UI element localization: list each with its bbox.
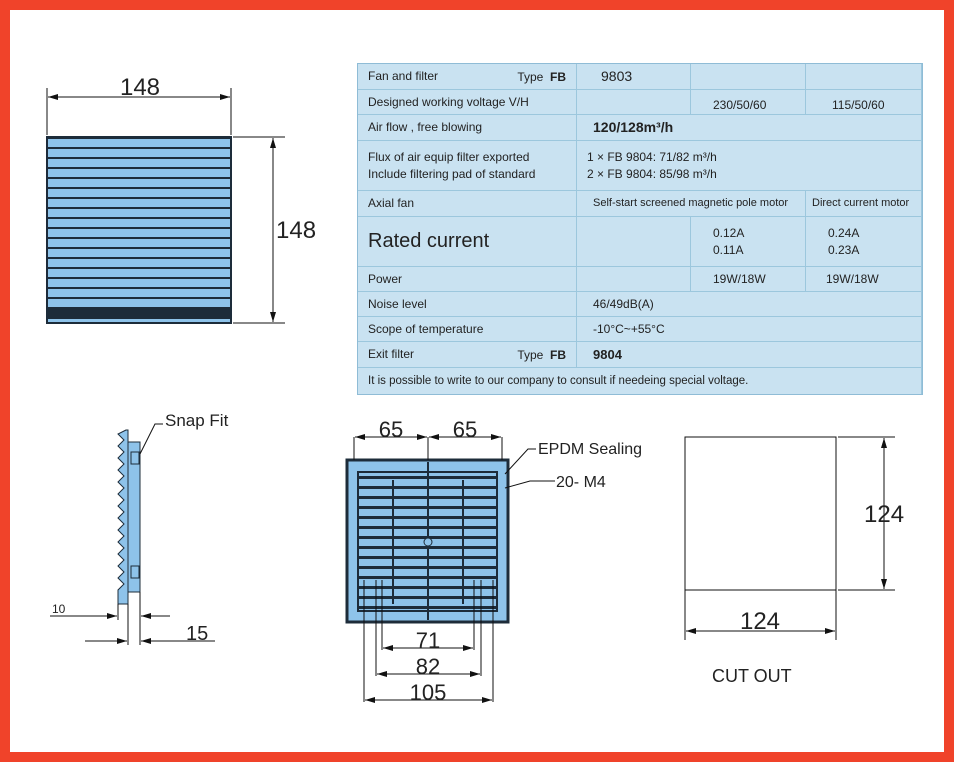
- motor-type-2: Direct current motor: [806, 191, 922, 217]
- power-2: 19W/18W: [806, 267, 922, 292]
- power-label: Power: [358, 267, 577, 292]
- axial-label: Axial fan: [358, 191, 577, 217]
- cutout-width-dim: 124: [740, 608, 780, 635]
- table-note: It is possible to write to our company t…: [358, 368, 922, 394]
- exit-filter-model: 9804: [577, 342, 922, 368]
- front-height-dim: 148: [276, 217, 316, 244]
- airflow-label: Air flow , free blowing: [358, 115, 577, 141]
- dim-10: 10: [52, 602, 66, 616]
- epdm-sealing-label: EPDM Sealing: [538, 441, 642, 458]
- fan-model: 9803: [577, 64, 691, 90]
- airflow-value: 120/128m³/h: [577, 115, 922, 141]
- voltage-label: Designed working voltage V/H: [358, 90, 577, 115]
- cutout-label: CUT OUT: [712, 666, 792, 686]
- voltage-115: 115/50/60: [806, 90, 922, 115]
- power-1: 19W/18W: [691, 267, 806, 292]
- dim-65-left: 65: [379, 417, 403, 442]
- cutout-view: 124 124 CUT OUT: [684, 436, 904, 686]
- screw-label: 20- M4: [556, 474, 606, 491]
- cutout-height-dim: 124: [864, 501, 904, 528]
- dim-105: 105: [410, 680, 447, 705]
- mount-view: 65 65 EPDM Sealing 20- M4 71 82 105: [345, 417, 642, 705]
- dim-65-right: 65: [453, 417, 477, 442]
- dim-15: 15: [186, 623, 208, 645]
- snap-fit-label: Snap Fit: [165, 411, 229, 430]
- noise-label: Noise level: [358, 292, 577, 317]
- noise-value: 46/49dB(A): [577, 292, 922, 317]
- front-view: 148 148: [46, 74, 316, 324]
- front-width-dim: 148: [120, 74, 160, 101]
- temp-value: -10°C~+55°C: [577, 317, 922, 342]
- dim-82: 82: [416, 654, 440, 679]
- motor-type-1: Self-start screened magnetic pole motor: [577, 191, 806, 217]
- dim-71: 71: [416, 628, 440, 653]
- side-view: Snap Fit 10 15: [50, 411, 229, 645]
- voltage-230: 230/50/60: [691, 90, 806, 115]
- current-label: Rated current: [358, 217, 577, 267]
- temp-label: Scope of temperature: [358, 317, 577, 342]
